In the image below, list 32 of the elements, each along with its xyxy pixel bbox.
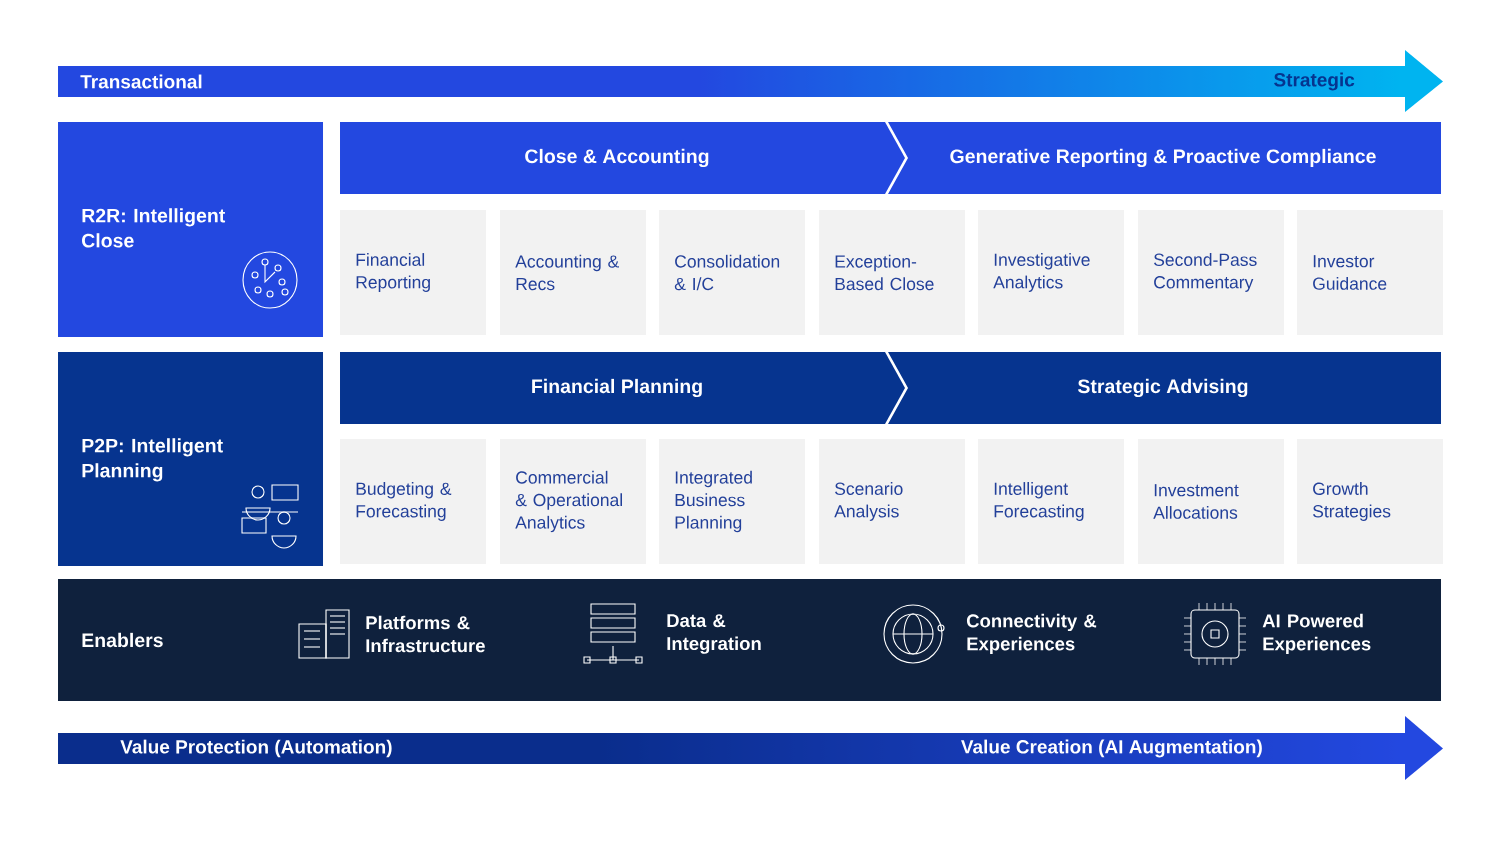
arrow-band: Transactional Strategic [58,50,1443,112]
enabler-label: Platforms & Infrastructure [366,615,485,653]
card: Investor Guidance [1297,210,1443,335]
node-label: Generative Reporting & Proactive Compliance [950,148,1376,168]
process-box: P2P: Intelligent Planning [58,352,323,566]
enabler-label: Data & Integration [667,614,761,654]
node-label: Financial Planning [532,378,702,398]
card: Investigative Analytics [978,210,1124,335]
node-label: Transactional [80,74,202,89]
enabler-label: AI Powered Experiences [1262,613,1371,655]
card: Budgeting & Forecasting [340,439,486,564]
node-label: Close & Accounting [525,148,709,168]
card: Scenario Analysis [819,439,965,564]
header-band: Close & Accounting [340,122,905,194]
card: Second-Pass Commentary [1138,210,1284,335]
card: Growth Strategies [1297,439,1443,564]
card: Integrated Business Planning [659,439,805,564]
node-label: Strategic Advising [1077,378,1248,398]
process-box: R2R: Intelligent Close [58,122,323,337]
header-band: Generative Reporting & Proactive Compliance [888,122,1441,194]
card: Commercial & Operational Analytics [500,439,646,564]
card: Intelligent Forecasting [978,439,1124,564]
card: Investment Allocations [1138,439,1284,564]
card: Exception-Based Close [819,210,965,335]
arrow-band: Value Protection (Automation) Value Creation (AI Augmentation) [58,716,1443,780]
header-band: Financial Planning [340,352,905,424]
card: Financial Reporting [340,210,486,335]
card: Consolidation & I/C [659,210,805,335]
card: Accounting & Recs [500,210,646,335]
node-label: Value Protection (Automation) [120,739,392,758]
enabler-label: Connectivity & Experiences [966,613,1097,655]
header-band: Strategic Advising [888,352,1441,424]
